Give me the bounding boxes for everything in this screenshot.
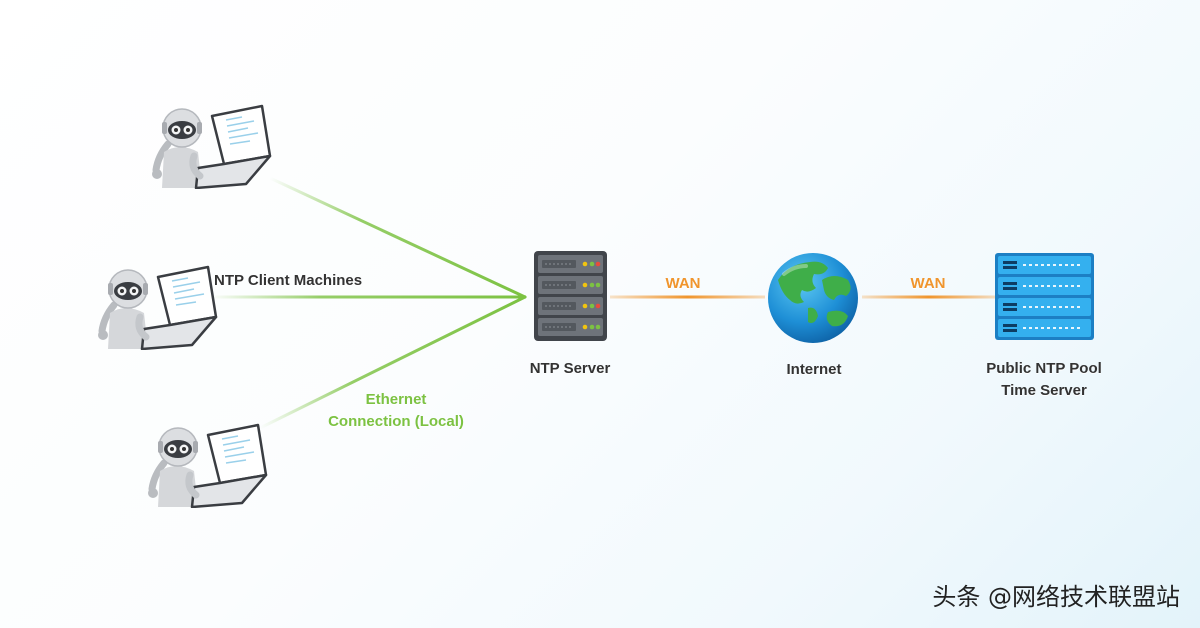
robot-laptop-icon xyxy=(98,265,218,350)
internet-label: Internet xyxy=(786,361,842,378)
laptop-icon xyxy=(185,423,268,508)
watermark-text: 头条 @网络技术联盟站 xyxy=(932,583,1180,611)
ethernet-label-line2: Connection (Local) xyxy=(328,413,464,430)
public-server-label: Public NTP Pool Time Server xyxy=(964,358,1124,402)
clients-label: NTP Client Machines xyxy=(214,272,363,289)
public-server-label-line1: Public NTP Pool xyxy=(986,360,1102,377)
laptop-icon xyxy=(189,104,272,189)
ntp-server-label: NTP Server xyxy=(529,360,611,377)
server-rack-icon xyxy=(534,251,607,341)
link-client-top xyxy=(268,176,527,299)
public-server-icon xyxy=(995,253,1094,340)
robot-laptop-icon xyxy=(148,423,268,508)
link-client-bottom xyxy=(258,295,527,430)
robot-icon xyxy=(98,269,148,349)
robot-icon xyxy=(148,427,198,507)
robot-laptop-icon xyxy=(152,104,272,189)
robot-icon xyxy=(152,108,202,188)
public-server-label-line2: Time Server xyxy=(1001,382,1087,399)
ethernet-label-line1: Ethernet xyxy=(365,391,427,408)
ethernet-label: Ethernet Connection (Local) xyxy=(318,389,474,433)
wan-right-label: WAN xyxy=(910,275,946,292)
laptop-icon xyxy=(135,265,218,350)
wan-left-label: WAN xyxy=(665,275,701,292)
globe-icon xyxy=(768,253,858,343)
